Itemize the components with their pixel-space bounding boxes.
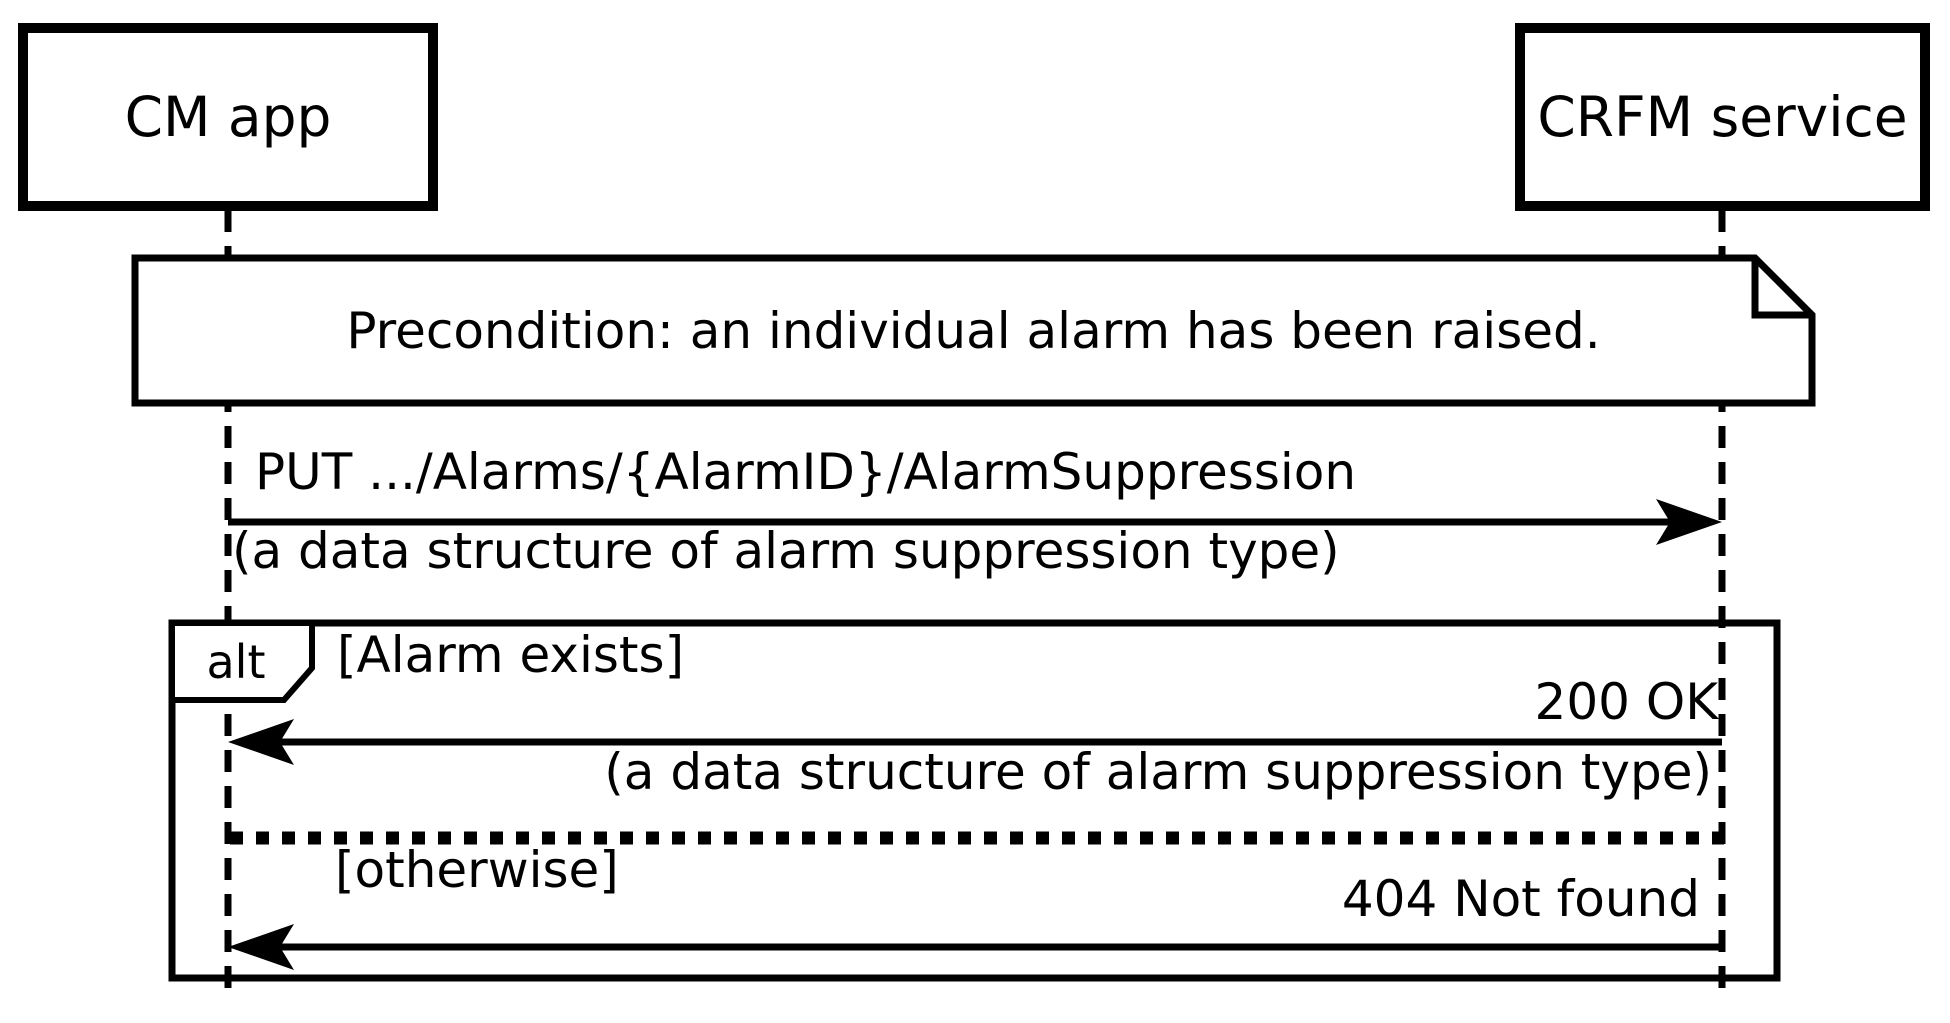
actor-box-crfm-service: CRFM service xyxy=(1515,23,1930,211)
precondition-note-text: Precondition: an individual alarm has be… xyxy=(346,301,1601,360)
not-found-message-label: 404 Not found xyxy=(1341,870,1700,928)
ok-message-label: 200 OK xyxy=(1534,673,1718,731)
put-message-payload: (a data structure of alarm suppression t… xyxy=(232,522,1340,580)
alt-operator-label: alt xyxy=(206,634,266,689)
guard-alarm-exists: [Alarm exists] xyxy=(337,626,685,684)
actor-box-cm-app: CM app xyxy=(18,23,438,211)
alt-operator-pentagon xyxy=(169,620,315,703)
put-message-label: PUT .../Alarms/{AlarmID}/AlarmSuppressio… xyxy=(255,443,1357,501)
note-folded-corner xyxy=(1751,258,1812,319)
ok-arrowhead-left xyxy=(228,719,294,765)
actor-label-cm-app: CM app xyxy=(124,84,332,149)
actor-label-crfm-service: CRFM service xyxy=(1537,84,1908,149)
guard-otherwise: [otherwise] xyxy=(335,841,619,899)
precondition-note-shape xyxy=(131,254,1816,407)
put-arrowhead-right xyxy=(1656,499,1722,545)
ok-message-payload: (a data structure of alarm suppression t… xyxy=(604,743,1712,801)
alt-frame xyxy=(168,619,1781,982)
not-found-arrowhead-left xyxy=(228,924,294,970)
